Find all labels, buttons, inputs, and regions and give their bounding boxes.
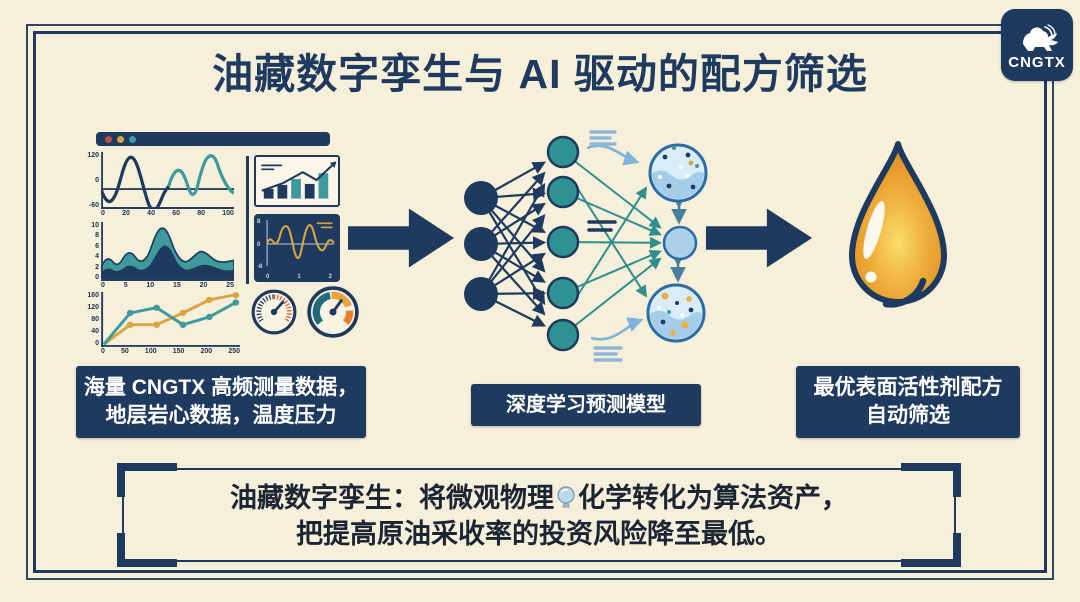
molecule-bubble-bottom [646,283,706,343]
x-tick-label: 10 [146,282,155,289]
lion-icon [1023,24,1058,51]
x-tick-label: 60 [172,210,180,217]
y-tick-label: 160 [87,292,99,299]
droplet-inner-arc [882,277,927,308]
output-node [662,225,698,261]
window-titlebar [96,132,330,146]
y-tick-label: 10 [91,222,99,229]
x-tick-label: 150 [172,348,185,355]
y-axis-ticks: 8 0 -8 [257,219,262,270]
y-tick-label: 8 [257,219,261,225]
y-tick-label: 120 [87,304,99,311]
oscillation-plot [101,152,234,209]
x-tick-label: 0 [101,282,105,289]
data-stream-icon-2 [593,346,623,362]
x-tick-label: 1 [297,274,301,280]
y-tick-label: 40 [91,328,99,335]
signal-plot [266,220,335,266]
y-tick-label: 6 [95,242,99,250]
label-result: 最优表面活性剂配方自动筛选 [796,366,1020,438]
page-title: 油藏数字孪生与 AI 驱动的配方筛选 [212,51,868,97]
stacked-area-plot [101,222,234,281]
x-tick-label: 40 [147,210,155,217]
dual-line-chart: 160 120 80 40 0 0 50 100 150 200 250 [84,292,240,356]
y-tick-label: 4 [95,253,99,261]
banner-line1-suffix: 化学转化为算法资产， [578,483,848,513]
droplet-highlight [863,201,885,259]
x-tick-label: 25 [226,282,234,289]
label-line: 自动筛选 [866,404,950,427]
flow-arrow-2-icon [706,208,813,268]
x-tick-label: 100 [144,348,157,355]
x-tick-label: 250 [228,348,240,355]
x-tick-label: 0 [101,348,105,355]
bar-trend-panel [254,155,340,207]
y-tick-label: -8 [257,264,263,270]
bulb-icon [557,486,575,508]
label-model: 深度学习预测模型 [471,384,701,426]
stream-arrow-bottom [590,317,644,341]
y-axis-ticks: 10 8 6 4 2 0 [84,222,101,281]
equals-icon [587,220,617,232]
x-tick-label: 50 [121,348,129,355]
x-tick-label: 200 [200,348,213,355]
y-tick-label: 8 [95,232,99,240]
x-tick-label: 15 [173,282,181,289]
y-tick-label: 0 [95,177,99,184]
x-tick-label: 5 [123,282,128,289]
x-tick-label: 0 [266,274,270,280]
x-axis-ticks: 0 5 10 15 20 25 [101,281,234,290]
cngtx-logo: CNGTX [1001,9,1073,81]
y-axis-ticks: 120 0 -60 [84,152,101,209]
window-dot-teal-icon [129,135,136,143]
neural-network-graphic [464,130,708,362]
x-axis-ticks: 0 1 2 [266,274,332,280]
logo-text: CNGTX [1008,54,1066,71]
label-line: 深度学习预测模型 [506,394,666,416]
y-axis-ticks: 160 120 80 40 0 [84,292,101,347]
x-axis-ticks: 0 50 100 150 200 250 [101,347,240,356]
oil-droplet-graphic [849,141,947,308]
label-input-data: 海量 CNGTX 高频测量数据， 地层岩心数据，温度压力 [76,366,366,438]
y-tick-label: 0 [257,241,261,248]
segment-gauge-icon [307,286,359,338]
banner-line-2: 把提高原油采收率的投资风险降至最低。 [296,519,782,549]
x-tick-label: 2 [328,274,332,280]
x-tick-label: 20 [122,210,130,217]
x-axis-ticks: 0 20 40 60 80 100 [101,209,234,218]
label-line: 地层岩心数据，温度压力 [105,404,337,427]
bar-trend-plot [261,161,337,199]
molecule-bubble-top [648,143,708,203]
summary-banner: 油藏数字孪生：将微观物理化学转化为算法资产， 把提高原油采收率的投资风险降至最低… [117,463,961,567]
data-stream-icon [589,130,617,146]
y-tick-label: 0 [95,340,99,347]
dashboard-divider [246,156,249,284]
x-tick-label: 80 [197,210,206,217]
y-tick-label: 0 [95,273,99,281]
tick-gauge-icon [251,289,297,335]
banner-line-1: 油藏数字孪生：将微观物理化学转化为算法资产， [124,480,954,516]
y-tick-label: 2 [95,263,99,271]
window-dot-gold-icon [117,135,124,143]
stream-arrow-top [586,144,640,166]
gauge-row [250,285,360,339]
dual-line-plot [101,292,240,347]
flow-arrow-1-icon [348,208,455,268]
label-line: 最优表面活性剂配方 [813,376,1003,399]
y-tick-label: 80 [91,316,99,323]
x-tick-label: 0 [101,210,105,217]
x-tick-label: 100 [222,210,234,217]
label-line: 海量 CNGTX 高频测量数据， [83,376,359,399]
x-tick-label: 20 [199,282,208,289]
hidden-layer-nodes [546,135,580,352]
window-dot-red-icon [105,135,112,143]
banner-line1-prefix: 油藏数字孪生：将微观物理 [230,483,554,513]
y-tick-label: 120 [87,152,99,159]
input-layer-nodes [464,181,498,311]
y-tick-label: -60 [88,202,99,209]
